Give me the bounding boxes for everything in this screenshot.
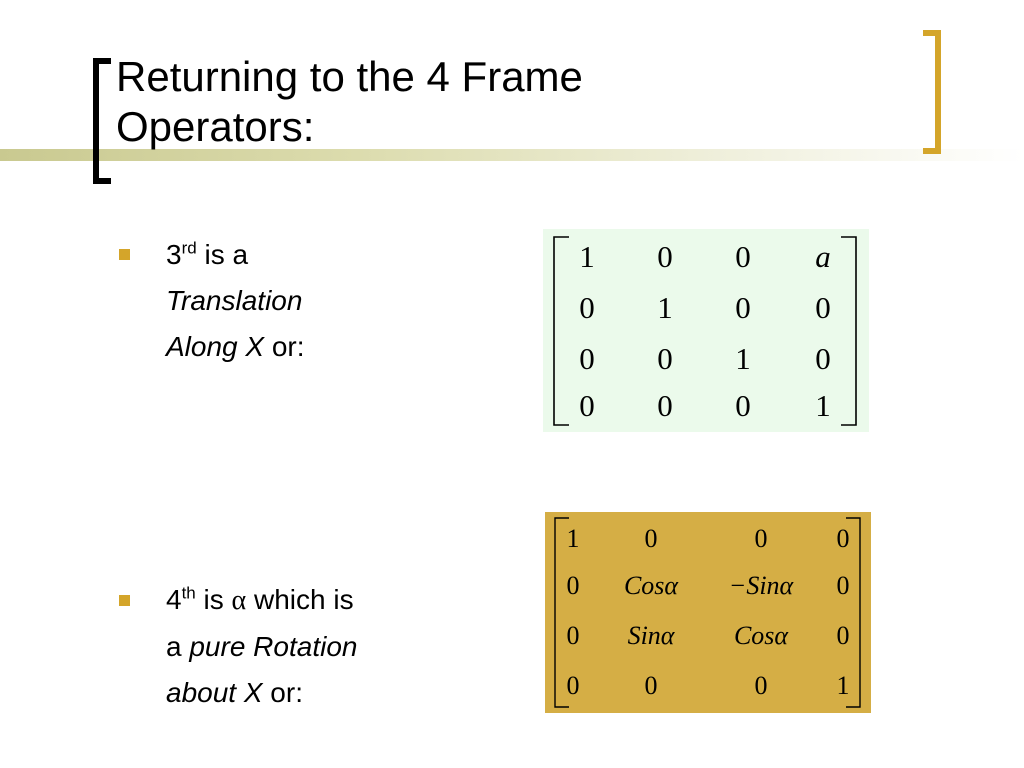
matrix-cell: 1	[735, 341, 751, 376]
matrix-cell: 0	[735, 388, 751, 423]
matrix-cell: 0	[837, 524, 850, 553]
bullet-translation: 3rd is a Translation Along X or:	[166, 232, 466, 370]
title-left-bracket	[93, 58, 111, 184]
matrix-cell: 0	[755, 524, 768, 553]
matrix-cell: 1	[567, 524, 580, 553]
matrix-cell: Cosα	[624, 571, 679, 600]
matrix-cell: Cosα	[734, 621, 789, 650]
bullet-text: a	[166, 631, 190, 662]
bullet-text: is a	[196, 239, 249, 270]
matrix-cell: Sinα	[628, 621, 676, 650]
matrix-cell: 0	[735, 239, 751, 274]
matrix-cell: a	[815, 239, 831, 274]
slide-title-line1: Returning to the 4 Frame	[116, 53, 583, 100]
bullet-marker	[119, 595, 130, 606]
bullet-number: 3	[166, 239, 182, 270]
bullet-text-italic: about X	[166, 677, 263, 708]
matrix-cell: 0	[579, 290, 595, 325]
bullet-marker	[119, 249, 130, 260]
matrix-cell: 1	[815, 388, 831, 423]
matrix-cell: 0	[657, 239, 673, 274]
matrix-right-bracket	[846, 517, 861, 708]
bullet-text: Translation	[166, 285, 303, 316]
bullet-text-italic: pure Rotation	[189, 631, 358, 662]
matrix-right-bracket	[841, 236, 857, 426]
matrix-cell: 0	[567, 671, 580, 700]
matrix-left-bracket	[553, 236, 569, 426]
matrix-cell: 0	[567, 571, 580, 600]
matrix-cell: 0	[645, 671, 658, 700]
matrix-cell: 1	[837, 671, 850, 700]
bullet-text: or:	[262, 677, 303, 708]
matrix-cell: 0	[579, 341, 595, 376]
matrix-left-bracket	[554, 517, 569, 708]
matrix-cell: 0	[837, 571, 850, 600]
translation-matrix: 1 0 0 a 0 1 0 0 0 0 1 0 0 0 0 1	[543, 229, 869, 432]
alpha-symbol: α	[231, 585, 247, 616]
matrix-cell: 0	[579, 388, 595, 423]
matrix-cell: 1	[657, 290, 673, 325]
matrix-cell: 0	[815, 290, 831, 325]
ordinal-suffix: rd	[181, 238, 197, 258]
bullet-number: 4	[166, 584, 182, 615]
bullet-text-italic: Along X	[166, 331, 265, 362]
matrix-cell: 0	[657, 341, 673, 376]
matrix-cell: 1	[579, 239, 595, 274]
slide-title-line2: Operators:	[116, 103, 315, 150]
title-right-bracket	[923, 30, 941, 154]
matrix-cell: 0	[657, 388, 673, 423]
matrix-cell: 0	[837, 621, 850, 650]
ordinal-suffix: th	[181, 583, 196, 603]
matrix-cell: 0	[567, 621, 580, 650]
bullet-text: or:	[264, 331, 305, 362]
matrix-cell: 0	[735, 290, 751, 325]
matrix-cell: −Sinα	[729, 571, 795, 600]
bullet-text: is	[195, 584, 232, 615]
bullet-text: which is	[246, 584, 354, 615]
matrix-cell: 0	[645, 524, 658, 553]
title-underline-band	[0, 149, 1024, 161]
slide-title: Returning to the 4 Frame Operators:	[116, 52, 836, 152]
matrix-cell: 0	[815, 341, 831, 376]
matrix-cell: 0	[755, 671, 768, 700]
bullet-rotation: 4th is α which is a pure Rotation about …	[166, 577, 486, 716]
